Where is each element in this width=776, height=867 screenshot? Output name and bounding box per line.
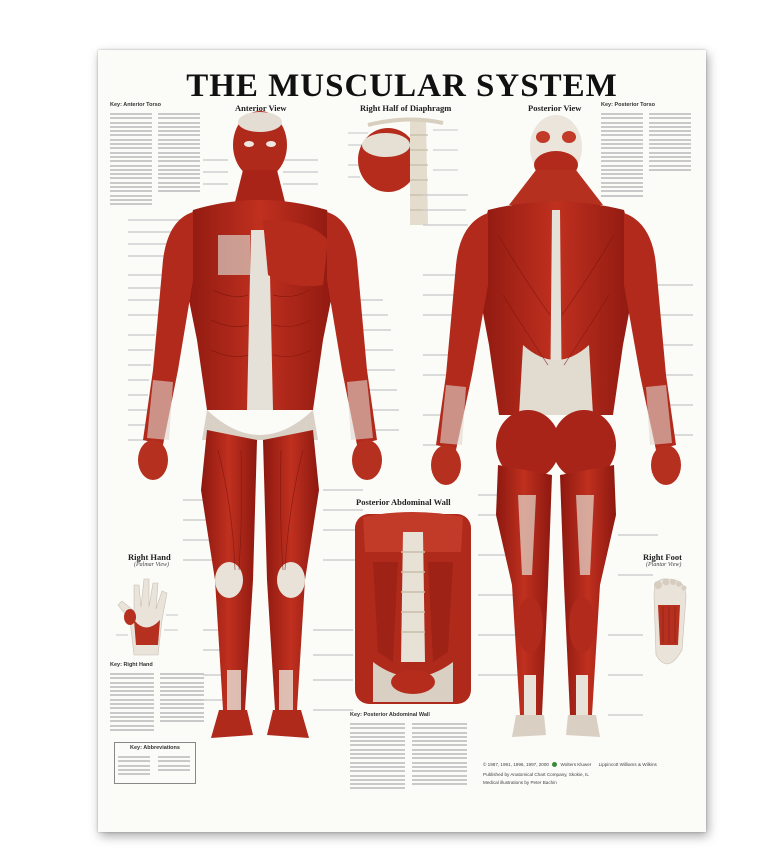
key-hand-col2 xyxy=(160,671,204,725)
poster-title: THE MUSCULAR SYSTEM xyxy=(186,68,618,104)
copyright-line: © 1987, 1991, 1996, 1997, 2000 Wolters K… xyxy=(483,762,657,768)
key-abdominal-heading: Key: Posterior Abdominal Wall xyxy=(350,712,430,718)
right-hand-illustration xyxy=(116,578,178,656)
right-foot-illustration xyxy=(653,578,687,665)
posterior-view-label: Posterior View xyxy=(528,103,582,113)
publisher-left: Wolters Kluwer xyxy=(560,762,592,767)
key-hand-col1 xyxy=(110,671,154,733)
diaphragm-illustration xyxy=(348,117,458,225)
key-anterior-heading: Key: Anterior Torso xyxy=(110,102,162,108)
posterior-abdominal-wall-illustration xyxy=(355,512,471,704)
right-hand-label: Right Hand xyxy=(128,552,171,562)
posterior-figure-illustration xyxy=(423,115,693,737)
key-abbreviations-box: Key: Abbreviations xyxy=(114,742,196,784)
key-posterior-heading: Key: Posterior Torso xyxy=(601,102,655,108)
key-anterior-col1 xyxy=(110,111,152,208)
publisher-right: Lippincott Williams & Wilkins xyxy=(598,762,657,767)
key-hand-heading: Key: Right Hand xyxy=(110,662,153,668)
copyright-text: © 1987, 1991, 1996, 1997, 2000 xyxy=(483,762,549,767)
publisher-logo-icon xyxy=(552,762,558,768)
key-abbreviations-heading: Key: Abbreviations xyxy=(130,745,180,751)
key-posterior-abdominal-wall: Key: Posterior Abdominal Wall xyxy=(350,712,470,790)
anterior-view-label: Anterior View xyxy=(235,103,287,113)
anatomy-poster: THE MUSCULAR SYSTEM Anterior View Right … xyxy=(98,50,706,832)
key-anterior-torso: Key: Anterior Torso xyxy=(110,102,200,206)
illustrator-line: Medical illustrations by Peter Bachin xyxy=(483,780,557,785)
anterior-figure-illustration xyxy=(128,111,399,738)
key-posterior-torso: Key: Posterior Torso xyxy=(601,102,691,197)
key-posterior-col1 xyxy=(601,111,643,199)
right-hand-sublabel: (Palmar View) xyxy=(134,562,170,568)
key-anterior-col2 xyxy=(158,111,200,195)
right-foot-label: Right Foot xyxy=(643,552,682,562)
published-by-line: Published by Anatomical Chart Company, S… xyxy=(483,772,589,777)
diaphragm-view-label: Right Half of Diaphragm xyxy=(360,103,452,113)
key-posterior-col2 xyxy=(649,111,691,173)
abdominal-view-label: Posterior Abdominal Wall xyxy=(356,497,451,507)
right-foot-sublabel: (Plantar View) xyxy=(646,562,682,568)
key-abdominal-col2 xyxy=(412,721,467,787)
key-abdominal-col1 xyxy=(350,721,405,792)
key-right-hand: Key: Right Hand xyxy=(110,662,205,731)
